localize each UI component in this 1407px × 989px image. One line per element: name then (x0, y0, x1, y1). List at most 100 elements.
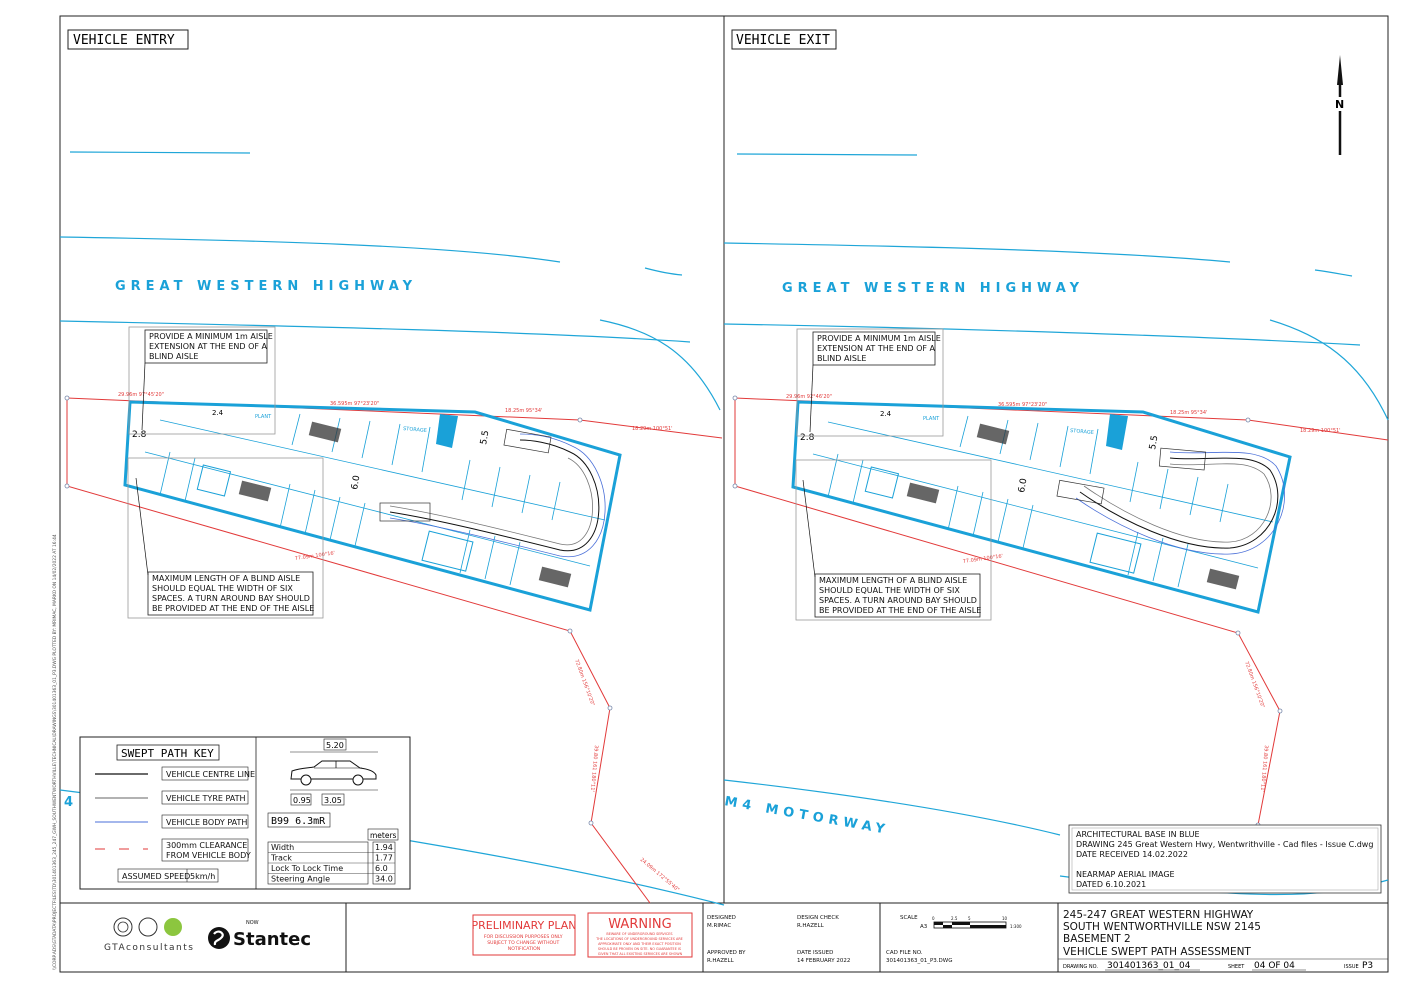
panel-title: VEHICLE EXIT (736, 33, 830, 48)
preliminary-title: PRELIMINARY PLAN (471, 919, 576, 932)
issue-value: P3 (1362, 961, 1373, 971)
units-label: meters (370, 831, 397, 840)
bearing-label: 18.29m 100°51' (632, 426, 673, 432)
vehicle-tyre-path (1083, 463, 1272, 543)
swept-path-key: SWEPT PATH KEY VEHICLE CENTRE LINE VEHIC… (79, 736, 411, 890)
bearing-label: 36.595m 97°23'20" (998, 402, 1047, 408)
vehicle-tyre-path (389, 457, 593, 546)
stair-core (196, 464, 232, 497)
approved-value: R.HAZELL (707, 958, 735, 964)
highway-label: GREAT WESTERN HIGHWAY (782, 281, 1084, 296)
lift-core (1089, 532, 1142, 574)
scale-bar: 0 2.5 5 10 1:300 (932, 916, 1022, 929)
road-line (69, 151, 251, 154)
dim-label: 2.4 (212, 409, 224, 417)
bearing-label: 18.29m 100°51' (1300, 428, 1341, 434)
design-check-value: R.HAZELL (797, 923, 825, 929)
note-box (814, 573, 981, 618)
panel-title: VEHICLE ENTRY (73, 33, 175, 48)
blind-aisle-note: MAXIMUM LENGTH OF A BLIND AISLE SHOULD E… (152, 574, 314, 613)
sheet-label: SHEET (1228, 964, 1245, 970)
date-issued-label: DATE ISSUED (797, 950, 833, 956)
callout-frame (127, 457, 324, 619)
vehicle-name: B99 6.3mR (271, 816, 326, 827)
motorway-edge (723, 779, 1061, 836)
svg-text:VEHICLE SWEPT PATH ASSESSMENT: VEHICLE SWEPT PATH ASSESSMENT (1063, 946, 1251, 958)
cad-value: 301401363_01_P3.DWG (886, 958, 953, 964)
key-title: SWEPT PATH KEY (121, 747, 214, 760)
dim-label: 5.5 (479, 430, 491, 446)
param-label: Width (271, 843, 294, 852)
key-item-clearance: 300mm CLEARANCE FROM VEHICLE BODY (166, 841, 251, 860)
panel-title-box (731, 29, 837, 50)
param-value: 6.0 (375, 864, 388, 873)
road-line (736, 153, 918, 156)
storage-label: STORAGE (1070, 428, 1094, 436)
param-value: 1.94 (375, 843, 393, 852)
storage-label: STORAGE (403, 426, 427, 434)
svg-text:245-247 GREAT WESTERN HIGHWAY: 245-247 GREAT WESTERN HIGHWAY (1063, 909, 1254, 921)
param-label: Lock To Lock Time (271, 864, 343, 873)
core-wall (436, 414, 458, 448)
plant-label: PLANT (255, 414, 272, 420)
param-value: 34.0 (375, 875, 393, 884)
dim-label: 6.0 (350, 474, 362, 490)
svg-text:SOUTH WENTWORTHVILLE NSW 2145: SOUTH WENTWORTHVILLE NSW 2145 (1063, 921, 1261, 933)
dim-label: 2.8 (800, 433, 815, 443)
preliminary-stamp (472, 914, 576, 956)
cad-label: CAD FILE NO. (886, 950, 923, 956)
assumed-speed-value: 5km/h (190, 872, 215, 881)
designed-value: M.RIMAC (707, 923, 731, 929)
road-edge (644, 267, 683, 276)
parking-bays (144, 413, 606, 586)
bearing-label: 24.09m 172°55'40" (639, 857, 681, 893)
scale-tick: 2.5 (951, 916, 958, 921)
parking-bays (812, 415, 1274, 588)
bearing-label: 72.80m 156°10'20" (573, 659, 595, 707)
car-overall-length: 5.20 (326, 741, 344, 750)
param-label: Track (270, 854, 292, 863)
approved-label: APPROVED BY (707, 950, 746, 956)
stantec-logo-text: Stantec (233, 929, 311, 950)
warning-sub: BEWARE OF UNDERGROUND SERVICES THE LOCAT… (595, 932, 684, 956)
core-wall (1106, 414, 1128, 450)
project-title: 245-247 GREAT WESTERN HIGHWAY SOUTH WENT… (1063, 909, 1261, 958)
scale-tick: 5 (968, 916, 971, 921)
site-boundary (66, 398, 651, 904)
now-label: NOW (246, 920, 259, 926)
callout-frame (796, 328, 944, 437)
highway-label: GREAT WESTERN HIGHWAY (115, 279, 417, 294)
bearing-label: 77.09m 100°16' (962, 553, 1003, 565)
title-block: GTAconsultants NOW Stantec PRELIMINARY P… (104, 903, 1388, 972)
param-label: Steering Angle (271, 875, 330, 884)
bearing-label: 29.96m 92°46'20" (786, 394, 832, 400)
base-note-box (1068, 824, 1382, 894)
dim-label: 2.4 (880, 410, 892, 418)
base-note: ARCHITECTURAL BASE IN BLUE DRAWING 245 G… (1076, 830, 1376, 889)
scale-tick: 0 (932, 916, 935, 921)
preliminary-sub: FOR DISCUSSION PURPOSES ONLY SUBJECT TO … (484, 934, 564, 952)
car-side-icon (290, 760, 377, 786)
bearing-label: 36.595m 97°23'20" (330, 401, 379, 407)
stair-core (864, 466, 900, 499)
bearing-label: 39.80 161 180°11' (589, 745, 599, 792)
warning-title: WARNING (608, 917, 671, 932)
dim-label: 6.0 (1017, 477, 1029, 493)
key-item-tyre: VEHICLE TYRE PATH (166, 794, 246, 803)
assumed-speed-label: ASSUMED SPEED (122, 872, 190, 881)
bearing-label: 39.80 161 180°11' (1259, 745, 1269, 792)
north-label: N (1335, 98, 1344, 111)
plant-label: PLANT (923, 416, 940, 422)
vehicle-body-path (389, 433, 606, 557)
design-check-label: DESIGN CHECK (797, 915, 839, 921)
dim-label: 2.8 (132, 430, 147, 440)
basement-outline (791, 400, 1292, 614)
bearing-label: 72.80m 156°10'20" (1243, 661, 1265, 709)
lift-core (421, 530, 474, 572)
panel-title-box (67, 29, 189, 50)
gta-logo-text: GTAconsultants (104, 943, 194, 953)
motorway-fragment: 4 (64, 795, 73, 810)
drawing-no-label: DRAWING NO. (1063, 964, 1098, 970)
scale-size: A3 (920, 924, 928, 930)
